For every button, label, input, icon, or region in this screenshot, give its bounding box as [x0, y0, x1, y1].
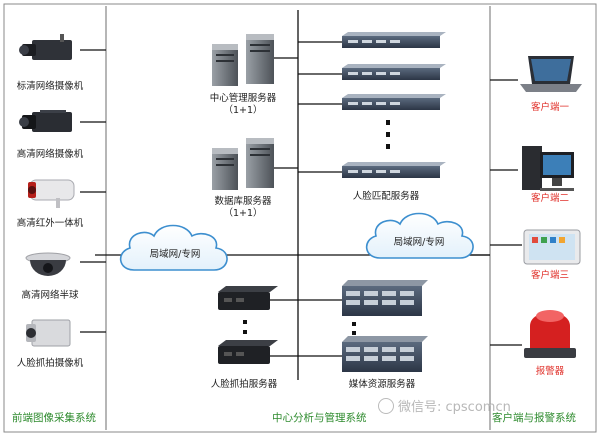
- camera-label-sd: 标清网络摄像机: [16, 81, 84, 92]
- face-capture-server-icon: [218, 286, 278, 364]
- watermark-text: 微信号: cpscomcn: [398, 400, 511, 415]
- tablet-icon: [523, 229, 581, 265]
- network-cloud-right-icon: [365, 212, 474, 259]
- database-server-label: 数据库服务器: [214, 196, 272, 207]
- section-title-client: 客户端与报警系统: [492, 412, 576, 424]
- wechat-icon: [378, 398, 394, 414]
- face-match-server-label: 人脸匹配服务器: [352, 191, 420, 202]
- desktop-workstation-icon: [522, 146, 574, 191]
- face-capture-camera-icon: [26, 319, 71, 347]
- section-title-center: 中心分析与管理系统: [272, 412, 367, 424]
- camera-label-dome: 高清网络半球: [21, 290, 79, 301]
- media-server-label: 媒体资源服务器: [348, 379, 416, 390]
- face-match-server-icon: [342, 32, 446, 178]
- client-label-1: 客户端一: [530, 102, 570, 113]
- alarm-label: 报警器: [535, 366, 565, 377]
- client-label-2: 客户端二: [530, 193, 570, 204]
- network-left-label: 局域网/专网: [149, 249, 201, 260]
- management-server-label: 中心管理服务器: [209, 93, 277, 104]
- outer-frame: [3, 3, 597, 433]
- watermark: 微信号: cpscomcn: [378, 396, 511, 415]
- camera-label-infrared: 高清红外一体机: [16, 218, 84, 229]
- network-right-label: 局域网/专网: [393, 237, 445, 248]
- dome-camera-icon: [25, 252, 71, 276]
- hd-box-camera-icon: [19, 110, 72, 132]
- database-server-sub: （1+1）: [223, 208, 263, 219]
- camera-label-hd: 高清网络摄像机: [16, 149, 84, 160]
- database-server-icon: [212, 138, 274, 190]
- infrared-bullet-camera-icon: [28, 179, 75, 208]
- network-lines: [80, 10, 522, 380]
- camera-label-face: 人脸抓拍摄像机: [16, 358, 84, 369]
- face-capture-server-label: 人脸抓拍服务器: [210, 379, 278, 390]
- management-server-sub: （1+1）: [223, 105, 263, 116]
- management-server-icon: [212, 34, 274, 86]
- laptop-icon: [520, 56, 582, 92]
- media-server-icon: [342, 280, 428, 372]
- alarm-siren-icon: [524, 310, 576, 358]
- client-label-3: 客户端三: [530, 270, 570, 281]
- box-camera-icon: [19, 34, 72, 60]
- section-title-front: 前端图像采集系统: [12, 412, 96, 424]
- network-cloud-left-icon: [119, 224, 228, 271]
